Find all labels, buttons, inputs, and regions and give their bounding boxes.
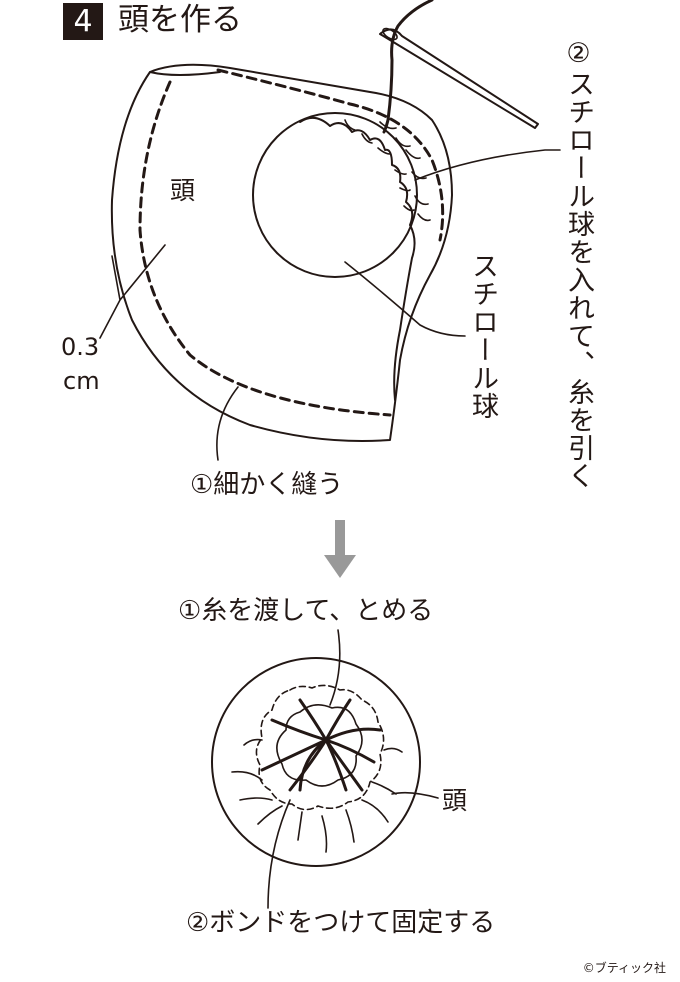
stitch-line [138, 68, 445, 417]
thread-leader [329, 629, 341, 706]
fabric-head-piece [110, 63, 453, 442]
head-leader [391, 791, 439, 799]
thread [382, 0, 434, 134]
insert-leader [414, 149, 561, 181]
needle-icon [379, 27, 539, 129]
seam-allowance-value: 0.3 [61, 333, 100, 361]
copyright-text: ©ブティック社 [582, 961, 666, 975]
head-label: 頭 [170, 176, 196, 205]
thread-instruction: ①糸を渡して、とめる [178, 596, 434, 626]
down-arrow-icon [324, 520, 356, 578]
fabric-creases [231, 738, 403, 853]
fabric-outline [110, 63, 453, 442]
ball-leader [344, 261, 466, 337]
stitch-wrinkles [344, 119, 431, 222]
finished-head-circle [211, 657, 421, 867]
sew-instruction: ①細かく縫う [190, 470, 344, 500]
fabric-fold-line [149, 71, 221, 76]
seam-allowance-leader [99, 244, 166, 339]
styrofoam-ball-label: スチロール球 [467, 252, 498, 420]
glue-instruction: ②ボンドをつけて固定する [186, 908, 496, 938]
insert-instruction: ②スチロール球を入れて、糸を引く [563, 38, 594, 490]
gathered-edge [299, 116, 416, 401]
step-title: 頭を作る [118, 2, 242, 38]
crossed-threads [260, 698, 382, 792]
gathered-center-dashed [255, 684, 385, 811]
step-number-badge: 4 [63, 3, 103, 40]
glue-leader [267, 799, 291, 909]
styrofoam-ball [252, 112, 418, 278]
sew-leader [216, 386, 239, 461]
seam-allowance-unit: cm [63, 367, 100, 395]
bottom-head-label: 頭 [442, 786, 468, 815]
gathered-center-inner [276, 704, 363, 787]
